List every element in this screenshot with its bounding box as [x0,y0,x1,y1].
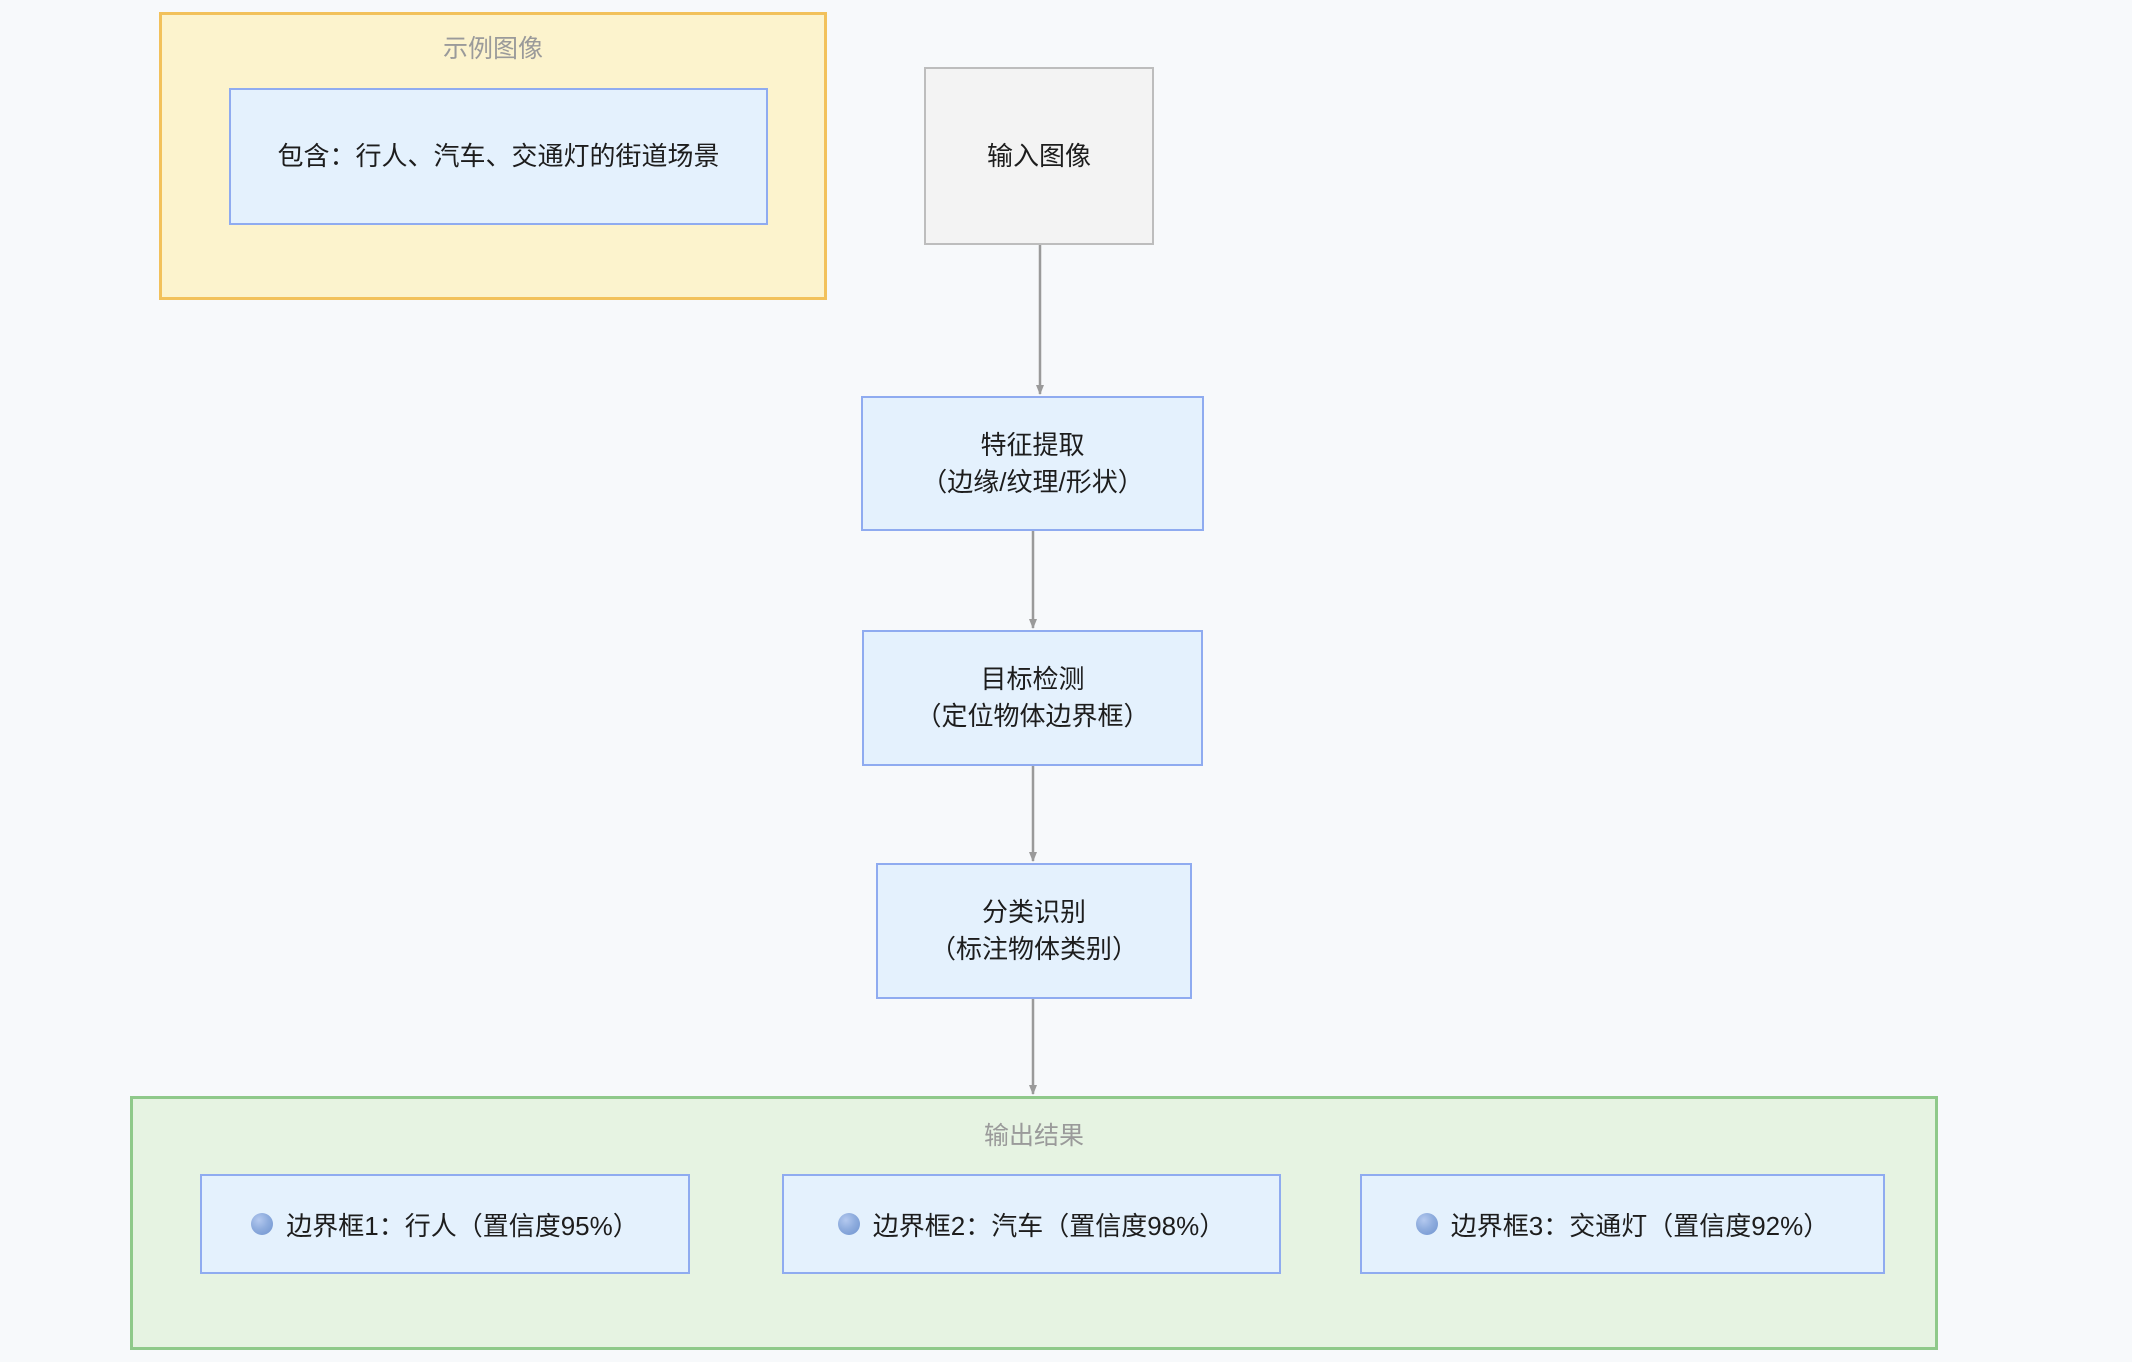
node-result-bbox-1[interactable]: 边界框1：行人（置信度95%） [200,1174,690,1274]
node-object-detection-label: 目标检测 （定位物体边界框） [915,664,1150,731]
node-input-image-label: 输入图像 [986,140,1091,171]
node-result-bbox-1-label: 边界框1：行人（置信度95%） [286,1210,639,1241]
node-sample-description[interactable]: 包含：行人、汽车、交通灯的街道场景 [229,88,768,225]
blue-circle-icon [1415,1213,1438,1235]
node-result-bbox-3[interactable]: 边界框3：交通灯（置信度92%） [1360,1174,1885,1274]
subgraph-title-output-results: 输出结果 [983,1122,1084,1150]
node-result-bbox-2-label: 边界框2：汽车（置信度98%） [872,1210,1226,1241]
node-input-image[interactable]: 输入图像 [924,67,1154,245]
node-feature-extraction-label: 特征提取 （边缘/纹理/形状） [921,429,1144,497]
node-result-bbox-2[interactable]: 边界框2：汽车（置信度98%） [782,1174,1281,1274]
node-sample-description-label: 包含：行人、汽车、交通灯的街道场景 [277,141,720,172]
subgraph-title-sample-image: 示例图像 [442,35,543,63]
blue-circle-icon [837,1213,860,1235]
node-feature-extraction[interactable]: 特征提取 （边缘/纹理/形状） [861,396,1204,531]
blue-circle-icon [251,1213,274,1235]
node-object-detection[interactable]: 目标检测 （定位物体边界框） [862,630,1203,766]
node-classification-label: 分类识别 （标注物体类别） [929,897,1138,964]
node-classification[interactable]: 分类识别 （标注物体类别） [876,863,1192,999]
node-result-bbox-3-label: 边界框3：交通灯（置信度92%） [1450,1210,1830,1241]
